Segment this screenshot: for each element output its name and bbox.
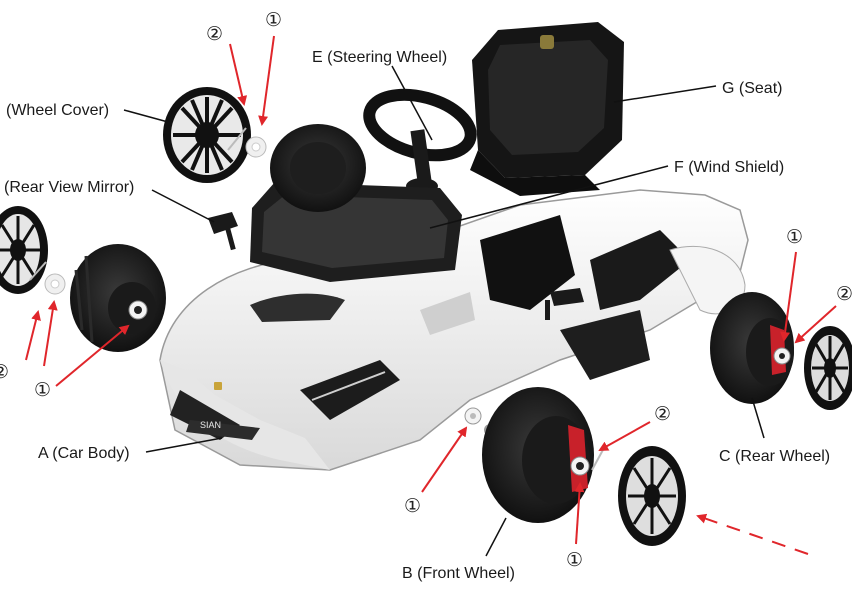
front-wheel bbox=[482, 387, 605, 523]
wheel-cover-top bbox=[163, 87, 251, 183]
seat-emblem bbox=[540, 35, 554, 49]
leader-rear-wheel bbox=[751, 397, 765, 439]
leader-wheel-cover bbox=[123, 109, 169, 123]
label-rear-view-mirror: (Rear View Mirror) bbox=[4, 179, 134, 196]
rear-view-mirror-right bbox=[545, 288, 584, 320]
seat bbox=[470, 22, 624, 196]
rear-wheel bbox=[710, 292, 794, 404]
label-front-wheel: B (Front Wheel) bbox=[402, 565, 515, 582]
front-wheel-cover bbox=[618, 446, 686, 546]
steering-wheel bbox=[363, 88, 477, 194]
car-emblem-text: SIAN bbox=[200, 420, 221, 430]
rear-tire-behind bbox=[270, 124, 366, 212]
marker-2-top: ② bbox=[206, 23, 223, 45]
red-arrows bbox=[25, 35, 837, 555]
front-axle-washer bbox=[464, 407, 482, 425]
marker-1-front-axle: ① bbox=[404, 495, 421, 517]
leader-steering-wheel bbox=[391, 65, 433, 141]
marker-2-left: ② bbox=[0, 361, 9, 383]
label-rear-wheel: C (Rear Wheel) bbox=[719, 448, 830, 465]
left-wheel bbox=[70, 244, 166, 352]
leader-wind-shield bbox=[429, 165, 669, 229]
leader-seat bbox=[613, 85, 717, 103]
label-wind-shield: F (Wind Shield) bbox=[674, 159, 784, 176]
rear-view-mirror-left bbox=[208, 212, 238, 251]
marker-1-front: ① bbox=[566, 549, 583, 571]
washer-top bbox=[227, 127, 267, 158]
label-car-body: A (Car Body) bbox=[38, 445, 130, 462]
leader-rear-view-mirror bbox=[151, 189, 215, 223]
washer-left bbox=[29, 261, 66, 295]
hood-emblem bbox=[214, 382, 222, 390]
marker-1-rear: ① bbox=[786, 226, 803, 248]
marker-2-rear: ② bbox=[836, 283, 852, 305]
leader-lines bbox=[123, 65, 765, 557]
marker-1-left: ① bbox=[34, 379, 51, 401]
marker-1-top: ① bbox=[265, 9, 282, 31]
label-seat: G (Seat) bbox=[722, 80, 782, 97]
rear-wheel-cover bbox=[804, 326, 852, 410]
leader-car-body bbox=[145, 437, 223, 453]
leader-front-wheel bbox=[485, 517, 507, 557]
marker-2-front: ② bbox=[654, 403, 671, 425]
label-steering-wheel: E (Steering Wheel) bbox=[312, 49, 447, 66]
wheel-cover-left bbox=[0, 206, 48, 294]
wind-shield bbox=[250, 182, 462, 282]
label-wheel-cover: (Wheel Cover) bbox=[6, 102, 109, 119]
